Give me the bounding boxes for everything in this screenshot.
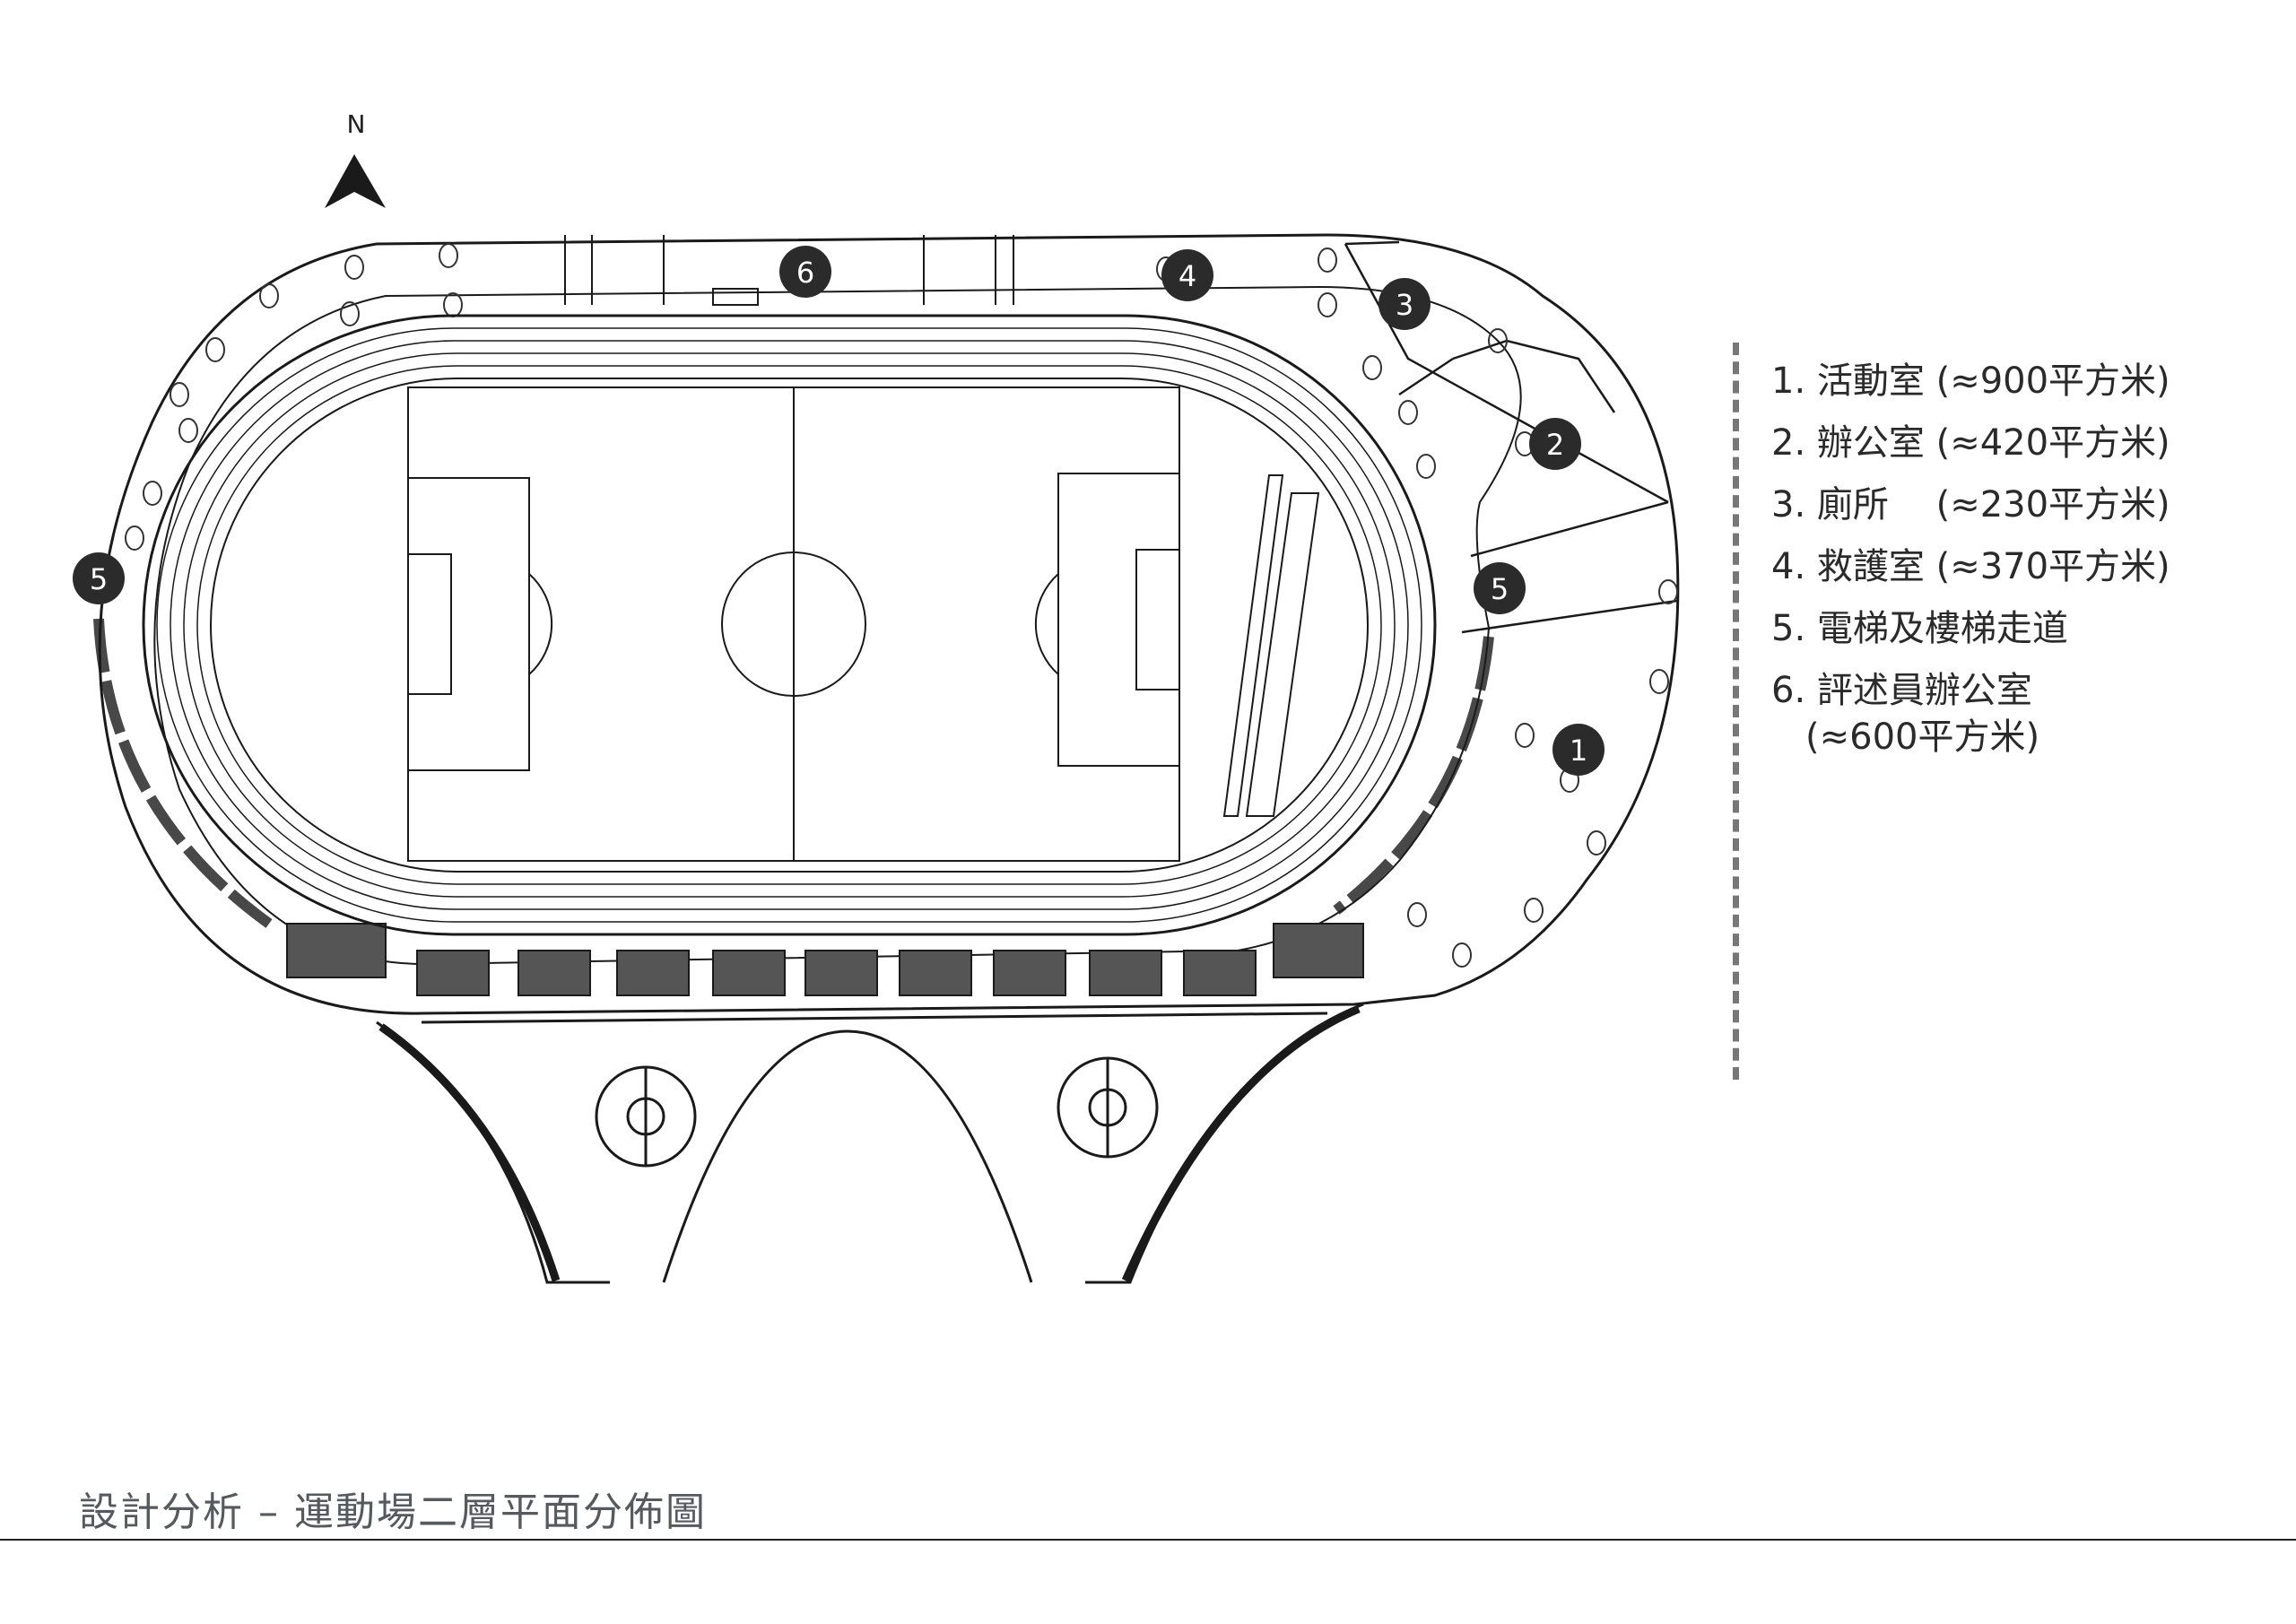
- marker-2: 2: [1529, 418, 1581, 470]
- north-arrow-icon: [325, 154, 386, 208]
- marker-3: 3: [1378, 278, 1431, 330]
- legend-item-5-text: 5. 電梯及樓梯走道: [1771, 608, 2068, 649]
- marker-2-label: 2: [1546, 428, 1564, 462]
- legend-item-4: 4. 救護室 (≈370平方米): [1771, 549, 2170, 585]
- marker-5-east: 5: [1474, 562, 1526, 614]
- marker-6: 6: [779, 246, 831, 298]
- marker-5-east-label: 5: [1491, 572, 1509, 606]
- footer-rule: [0, 1539, 2296, 1541]
- marker-6-label: 6: [796, 256, 814, 290]
- running-track: [142, 314, 1437, 936]
- marker-1: 1: [1552, 724, 1605, 776]
- legend-item-1-text: 1. 活動室 (≈900平方米): [1771, 360, 2170, 402]
- legend-item-2-text: 2. 辦公室 (≈420平方米): [1771, 422, 2170, 464]
- legend-item-4-text: 4. 救護室 (≈370平方米): [1771, 546, 2170, 587]
- marker-1-label: 1: [1570, 734, 1587, 768]
- legend-item-5: 5. 電梯及樓梯走道: [1771, 611, 2170, 647]
- page-title: 設計分析 – 運動場二層平面分佈圖: [79, 1489, 707, 1535]
- north-label: N: [347, 109, 366, 139]
- legend-item-6-text: 6. 評述員辦公室: [1771, 670, 2032, 711]
- marker-5-west-label: 5: [90, 562, 108, 596]
- marker-4: 4: [1161, 249, 1213, 301]
- legend-item-6-area: (≈600平方米): [1805, 716, 2040, 758]
- legend-item-3: 3. 廁所 (≈230平方米): [1771, 487, 2170, 523]
- legend-item-1: 1. 活動室 (≈900平方米): [1771, 363, 2170, 399]
- marker-4-label: 4: [1178, 259, 1196, 293]
- marker-3-label: 3: [1396, 288, 1413, 322]
- east-wings: [1344, 240, 1678, 634]
- legend-item-6: 6. 評述員辦公室 (≈600平方米): [1771, 673, 2170, 755]
- north-arrow: N: [325, 109, 386, 208]
- legend-item-2: 2. 辦公室 (≈420平方米): [1771, 425, 2170, 461]
- south-seating-blocks: [286, 923, 1364, 996]
- spectator-stands: [93, 618, 1494, 928]
- concourse-pillars: [125, 243, 1678, 968]
- north-rooms: [564, 235, 1014, 306]
- marker-5-west: 5: [73, 552, 125, 604]
- football-pitch: [407, 386, 1320, 862]
- legend-item-3-text: 3. 廁所 (≈230平方米): [1771, 484, 2170, 525]
- legend-divider: [1733, 343, 1739, 1080]
- south-plaza: [376, 1003, 1364, 1284]
- south-plaza-edges: [378, 1004, 1361, 1282]
- room-legend: 1. 活動室 (≈900平方米) 2. 辦公室 (≈420平方米) 3. 廁所 …: [1771, 363, 2170, 781]
